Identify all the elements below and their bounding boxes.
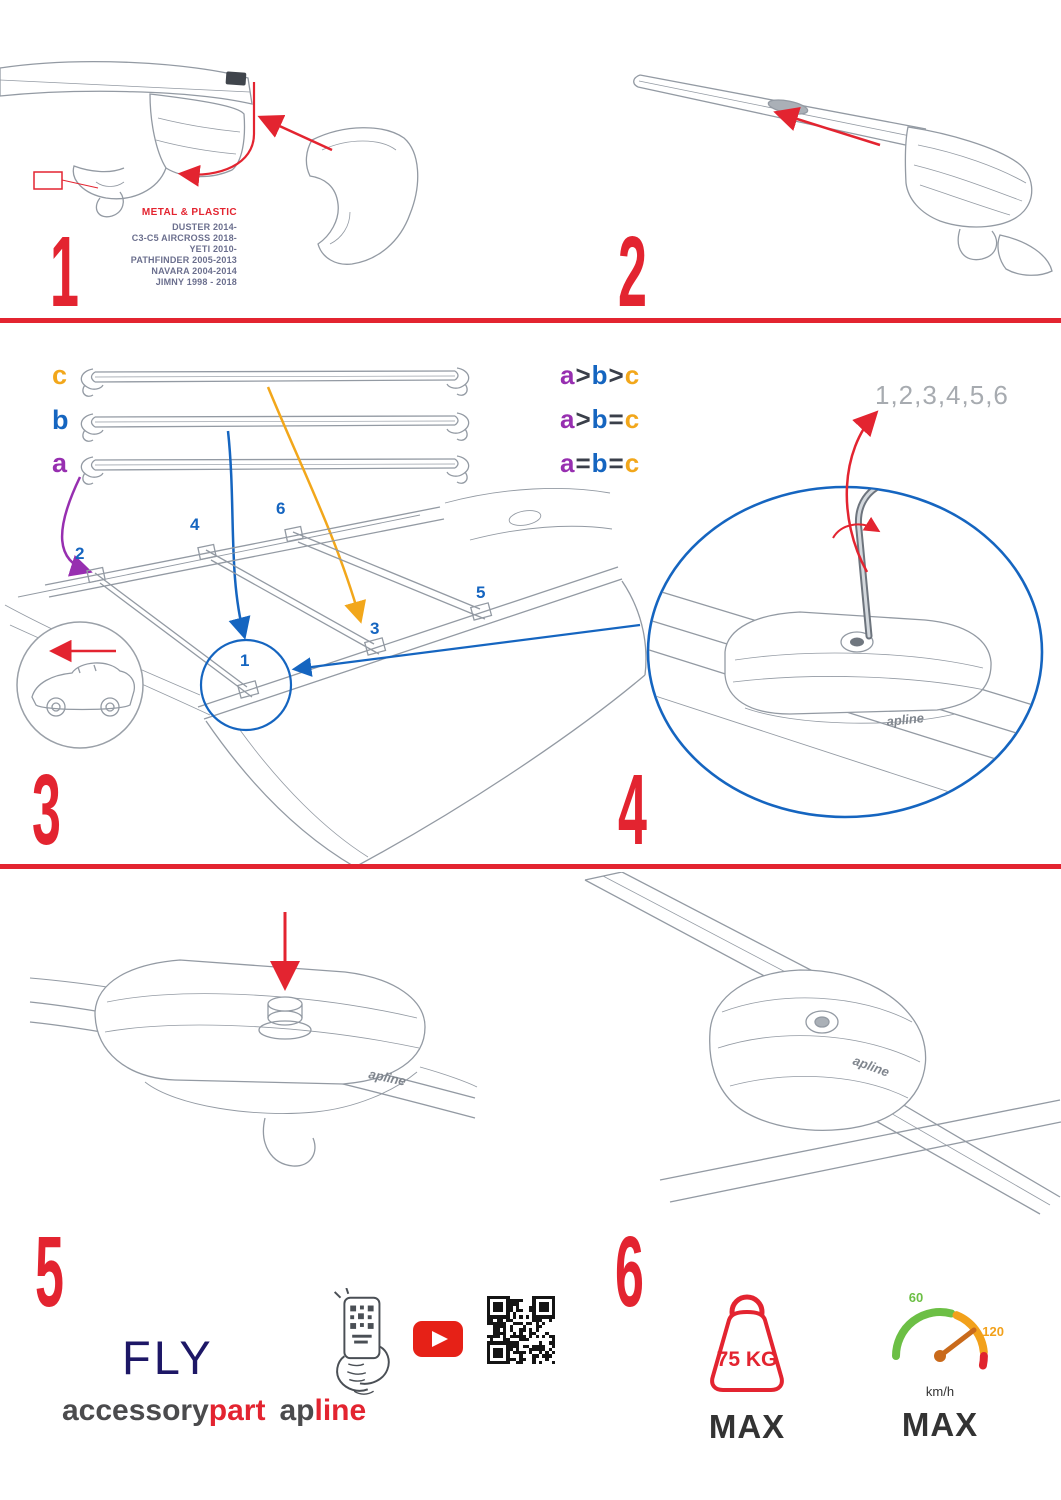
youtube-icon	[413, 1321, 463, 1357]
formula-op: =	[575, 448, 592, 478]
formula-c: c	[624, 404, 641, 434]
length-formula-2: a>b=c	[560, 404, 640, 435]
step3-crossbars-roof-illustration	[4, 367, 647, 867]
formula-op: >	[575, 360, 592, 390]
speed-unit-label: km/h	[925, 1384, 955, 1399]
formula-c: c	[624, 360, 641, 390]
phone-qr-scan-icon	[333, 1288, 390, 1395]
vehicle-item: YETI 2010-	[189, 244, 237, 254]
step1-clamp-illustration	[0, 61, 419, 265]
car-direction-inset	[16, 621, 144, 749]
bar-b-route-arrow-icon	[226, 430, 251, 640]
position-2: 2	[75, 544, 85, 563]
position-6: 6	[276, 499, 286, 518]
formula-a: a	[560, 404, 576, 434]
brand-logo-text: apline	[886, 710, 925, 729]
step2-bar-insert-illustration	[633, 74, 1053, 276]
bar-c-route-arrow-icon	[266, 386, 367, 624]
removal-path-arrow-icon	[177, 82, 256, 187]
highlight-circle	[199, 638, 293, 732]
formula-b: b	[591, 404, 609, 434]
section-divider	[0, 318, 1061, 323]
position-4: 4	[190, 515, 200, 534]
step-number-6: 6	[615, 1216, 644, 1328]
speed-low-label: 60	[909, 1290, 923, 1305]
formula-a: a	[560, 360, 576, 390]
step-number-5: 5	[35, 1216, 64, 1328]
needle	[937, 1327, 977, 1359]
step5-knob-illustration: apline	[29, 912, 478, 1167]
material-label: METAL & PLASTIC	[141, 207, 237, 218]
formula-op: >	[575, 404, 592, 434]
vehicle-item: JIMNY 1998 - 2018	[155, 277, 237, 287]
length-formula-1: a>b>c	[560, 360, 640, 391]
speed-max-label: MAX	[901, 1406, 979, 1443]
formula-c: c	[624, 448, 641, 478]
vehicle-item: DUSTER 2014-	[172, 222, 237, 232]
weight-value: 75 KG	[716, 1348, 778, 1371]
vehicle-list: DUSTER 2014- C3-C5 AIRCROSS 2018- YETI 2…	[52, 222, 237, 288]
brand-ap: ap	[279, 1394, 315, 1427]
formula-b: b	[591, 360, 609, 390]
vehicle-item: PATHFINDER 2005-2013	[130, 255, 237, 265]
brand-badge	[225, 71, 247, 86]
sequence-arrow-icon	[845, 410, 879, 573]
brand-accessory: accessory	[62, 1394, 209, 1427]
slide-in-arrow-icon	[773, 107, 881, 147]
bar-label-b: b	[52, 405, 69, 435]
step-number-1: 1	[50, 216, 79, 328]
zoom-leader-arrow-icon	[291, 623, 641, 677]
qr-code	[487, 1296, 555, 1364]
tighten-sequence-label: 1,2,3,4,5,6	[875, 380, 1009, 410]
rotate-arrow-icon	[832, 516, 881, 539]
detail-callout-box	[33, 171, 63, 190]
vehicle-item: NAVARA 2004-2014	[151, 266, 237, 276]
brand-part: part	[208, 1394, 266, 1427]
allen-key-icon	[854, 488, 911, 640]
formula-b: b	[591, 448, 609, 478]
weight-limit-icon	[710, 1294, 784, 1392]
cover-insert-arrow-icon	[257, 114, 333, 152]
vehicle-item: C3-C5 AIRCROSS 2018-	[131, 233, 237, 243]
step5-foot-mounted-illustration: apline	[584, 872, 1061, 1215]
position-5: 5	[476, 583, 486, 602]
length-formula-3: a=b=c	[560, 448, 640, 479]
position-1: 1	[240, 651, 250, 670]
speedometer-icon: 60 120	[892, 1290, 1004, 1370]
weight-max-label: MAX	[708, 1408, 786, 1445]
bar-a-route-arrow-icon	[60, 476, 93, 577]
bar-label-c: c	[52, 360, 68, 390]
formula-op: >	[608, 360, 625, 390]
step4-tighten-zoom-illustration: apline	[646, 410, 1044, 819]
formula-a: a	[560, 448, 576, 478]
step-number-4: 4	[618, 754, 647, 866]
step-number-3: 3	[32, 754, 61, 866]
fly-logo: FLY	[122, 1331, 214, 1384]
step-number-2: 2	[618, 216, 647, 328]
brand-logo-text: apline	[367, 1066, 407, 1088]
speed-high-label: 120	[982, 1324, 1004, 1339]
bar-label-a: a	[52, 448, 68, 478]
brand-line: line	[314, 1394, 367, 1427]
formula-op: =	[608, 404, 625, 434]
section-divider	[0, 864, 1061, 869]
position-3: 3	[370, 619, 380, 638]
formula-op: =	[608, 448, 625, 478]
